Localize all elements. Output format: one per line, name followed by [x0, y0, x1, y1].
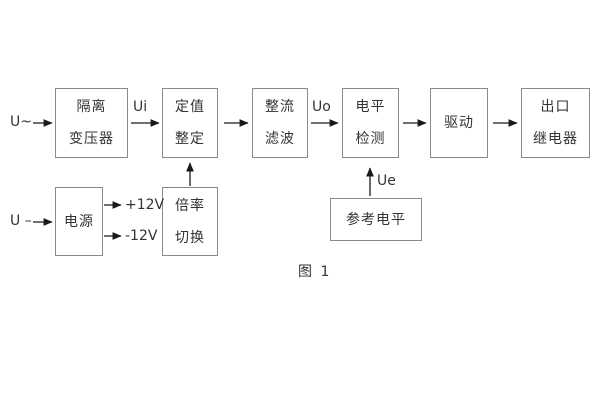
block-output-relay: 出口 继电器 [521, 88, 590, 158]
block-isolation-transformer: 隔离 变压器 [55, 88, 128, 158]
block-label-line: 隔离 [76, 99, 107, 115]
block-label-line: 切换 [175, 229, 205, 246]
block-label-line: 变压器 [69, 131, 114, 147]
block-label-line: 参考电平 [346, 211, 406, 228]
block-label-line: 电源 [64, 213, 94, 230]
signal-label-plus12v: +12V [125, 197, 165, 213]
block-label-line: 整流 [265, 99, 295, 115]
block-rate-switch: 倍率 切换 [162, 187, 218, 256]
block-level-detect: 电平 检测 [342, 88, 399, 158]
block-label-line: 倍率 [175, 197, 205, 214]
block-label-line: 滤波 [265, 131, 295, 147]
block-label-line: 出口 [540, 99, 571, 115]
signal-label-ue: Ue [377, 173, 396, 189]
block-driver: 驱动 [430, 88, 488, 158]
block-label-line: 继电器 [533, 131, 578, 147]
signal-label-minus12v: -12V [125, 228, 158, 244]
signal-label-ac-input: U~ [10, 114, 32, 130]
block-setting-adjust: 定值 整定 [162, 88, 218, 158]
block-rectifier-filter: 整流 滤波 [252, 88, 308, 158]
signal-label-uo: Uo [312, 99, 331, 115]
block-label-line: 整定 [175, 131, 205, 147]
signal-label-ui: Ui [133, 99, 148, 115]
block-label-line: 检测 [355, 131, 386, 147]
block-label-line: 电平 [355, 99, 386, 115]
signal-label-dc-input: U – [10, 213, 32, 229]
block-reference-level: 参考电平 [330, 198, 422, 241]
block-power-supply: 电源 [55, 187, 103, 256]
block-label-line: 定值 [175, 99, 205, 115]
figure-caption: 图 1 [298, 264, 332, 280]
block-label-line: 驱动 [444, 115, 474, 131]
